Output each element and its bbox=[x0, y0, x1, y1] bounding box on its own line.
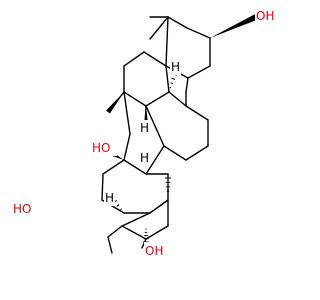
bond-line bbox=[167, 16, 188, 29]
bond-line bbox=[185, 105, 209, 121]
bond-line bbox=[185, 77, 189, 93]
bond-lines bbox=[101, 16, 211, 254]
bond-line bbox=[165, 16, 169, 67]
structure-diagram: OH OH HO HO H H H H bbox=[12, 7, 281, 259]
bond-line bbox=[121, 212, 151, 227]
bond-line bbox=[123, 91, 147, 107]
bond-line bbox=[123, 159, 147, 175]
bond-line bbox=[149, 16, 169, 40]
bond-line bbox=[123, 91, 131, 135]
hydroxyl-bottom: OH bbox=[144, 242, 170, 259]
stereo-wedge bbox=[106, 92, 124, 114]
hydroxyl-top: OH bbox=[255, 7, 281, 24]
h-center: H bbox=[139, 150, 150, 166]
stereo-hash bbox=[171, 77, 176, 80]
bond-line bbox=[101, 173, 104, 201]
label-oh-bottom: OH bbox=[145, 244, 163, 258]
stereo-hash bbox=[116, 204, 120, 207]
h-upper-right: H bbox=[170, 59, 181, 75]
label-h-center: H bbox=[140, 151, 149, 165]
bond-line bbox=[187, 65, 211, 79]
bond-line bbox=[185, 145, 209, 161]
bond-line bbox=[143, 51, 167, 67]
label-h-upper-right: H bbox=[171, 60, 180, 74]
bond-line bbox=[107, 225, 123, 238]
label-h-middle: H bbox=[140, 121, 149, 135]
bond-line bbox=[107, 236, 113, 254]
stereo-wedges bbox=[102, 14, 258, 243]
label-ho-hydroxymethyl: HO bbox=[13, 202, 31, 216]
bond-line bbox=[145, 225, 169, 240]
label-oh-top: OH bbox=[256, 9, 274, 23]
stereo-hash bbox=[170, 82, 174, 85]
bond-line bbox=[121, 225, 147, 240]
bond-line bbox=[145, 91, 170, 107]
atom-labels: OH OH HO HO H H H H bbox=[12, 7, 281, 259]
bond-line bbox=[123, 133, 131, 161]
stereo-wedge bbox=[210, 14, 258, 39]
label-h-bottom-left: H bbox=[105, 191, 114, 205]
h-middle: H bbox=[139, 120, 150, 136]
bond-line bbox=[102, 159, 125, 175]
stereo-hash bbox=[120, 208, 122, 211]
bond-line bbox=[186, 27, 211, 39]
h-bottom-left: H bbox=[104, 190, 115, 206]
label-ho-center: HO bbox=[92, 141, 110, 155]
hydroxyl-center: HO bbox=[90, 139, 117, 156]
bond-line bbox=[165, 65, 170, 93]
bond-line bbox=[145, 145, 165, 175]
bond-line bbox=[168, 91, 187, 107]
bond-line bbox=[145, 105, 165, 147]
bond-line bbox=[163, 145, 187, 161]
bond-line bbox=[149, 199, 169, 214]
bond-line bbox=[123, 51, 145, 67]
hydroxymethyl: HO bbox=[12, 200, 39, 217]
